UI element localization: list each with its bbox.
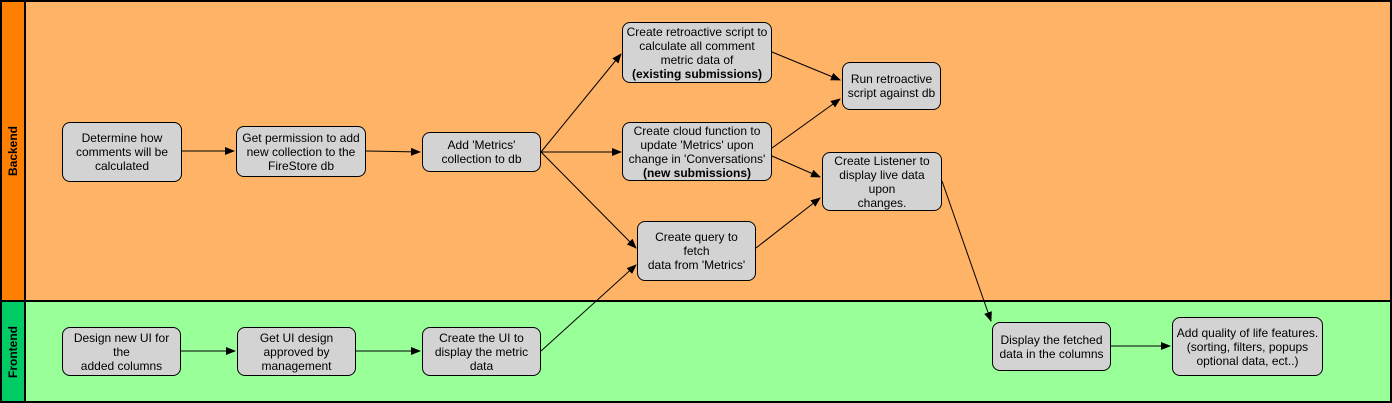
node-permission-line-3: FireStore db [267, 158, 335, 173]
node-query-line-1: Create query to fetch [655, 230, 738, 258]
node-qol-line-1: Add quality of life features. [1176, 325, 1319, 340]
node-display-line-1: Display the fetched [1000, 332, 1103, 347]
node-approve: Get UI design approved by management [237, 327, 356, 376]
node-display: Display the fetched data in the columns [992, 322, 1111, 371]
node-query-line-2: data from 'Metrics' [647, 258, 746, 272]
arrow-cloud-listener [771, 155, 821, 178]
node-cloud-bold: (new submissions) [642, 165, 752, 180]
node-permission-line-1: Get permission to add [242, 130, 360, 145]
node-createui-line-3: data [469, 358, 494, 373]
node-design: Design new UI for the added columns [62, 327, 181, 376]
node-approve-line-1: Get UI design [259, 330, 334, 345]
node-approve-line-3: management [261, 358, 332, 373]
node-run: Run retroactive script against db [842, 62, 941, 110]
arrow-permission-metrics [365, 147, 421, 156]
arrow-metrics-query [540, 151, 637, 249]
arrow-metrics-retro [540, 53, 622, 153]
node-permission: Get permission to add new collection to … [236, 126, 366, 177]
node-listener-line-3: changes. [857, 195, 907, 210]
node-design-line-1: Design new UI for the [73, 330, 170, 359]
node-cloud-line-2: update 'Metrics' upon [640, 137, 754, 152]
node-createui-line-2: display the metric [434, 344, 529, 359]
node-qol-line-2: (sorting, filters, popups [1186, 339, 1309, 354]
node-retro-line-2: calculate all comment [639, 38, 755, 53]
node-determine-line-1: Determine how [81, 131, 163, 145]
arrow-listener-display [941, 180, 992, 322]
node-design-line-2: added columns [80, 358, 163, 373]
node-retro-bold: (existing submissions) [631, 66, 763, 81]
backend-lane-header: Backend [0, 0, 26, 302]
node-qol: Add quality of life features. (sorting, … [1172, 317, 1323, 376]
node-retro: Create retroactive script to calculate a… [622, 22, 772, 83]
node-cloud: Create cloud function to update 'Metrics… [622, 122, 772, 181]
node-createui: Create the UI to display the metric data [422, 327, 541, 376]
node-qol-line-3: optional data, ect..) [1196, 353, 1299, 368]
node-cloud-line-1: Create cloud function to [633, 123, 761, 138]
node-run-line-1: Run retroactive [850, 72, 933, 86]
node-cloud-line-3: change in 'Conversations' [628, 151, 766, 166]
arrow-retro-run [771, 51, 841, 81]
node-determine-line-3: calculated [94, 159, 150, 173]
node-display-line-2: data in the columns [999, 346, 1104, 361]
node-listener: Create Listener to display live data upo… [822, 152, 942, 211]
node-determine-line-2: comments will be [75, 145, 169, 159]
node-retro-line-1: Create retroactive script to [626, 24, 768, 39]
node-retro-line-3: metric data of [660, 52, 734, 67]
node-metrics: Add 'Metrics' collection to db [422, 132, 541, 172]
node-listener-line-2: display live data upon [839, 167, 925, 196]
node-createui-line-1: Create the UI to [439, 330, 524, 345]
node-determine: Determine how comments will be calculate… [62, 122, 182, 182]
node-approve-line-2: approved by [263, 344, 330, 359]
arrow-cloud-run [771, 98, 841, 149]
node-listener-line-1: Create Listener to [834, 153, 930, 168]
node-metrics-line-1: Add 'Metrics' [447, 138, 516, 152]
node-query: Create query to fetch data from 'Metrics… [637, 221, 756, 281]
frontend-lane-header: Frontend [0, 300, 26, 403]
arrow-query-listener [755, 197, 821, 249]
node-metrics-line-2: collection to db [441, 152, 522, 166]
node-run-line-2: script against db [847, 86, 936, 100]
arrow-createui-query [540, 264, 637, 352]
node-permission-line-2: new collection to the [246, 144, 356, 159]
